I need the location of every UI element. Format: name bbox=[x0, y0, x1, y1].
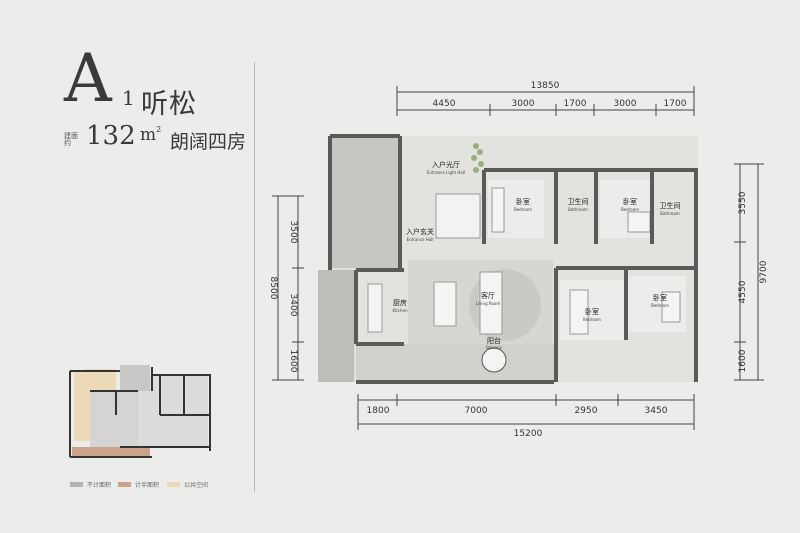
dim-bottom-seg: 1800 bbox=[367, 406, 390, 416]
room-sub-bathroom-2: Bathroom bbox=[660, 211, 680, 216]
legend-swatch bbox=[118, 482, 131, 487]
walls bbox=[328, 134, 698, 384]
dim-bottom-seg: 7000 bbox=[465, 406, 488, 416]
bed-4 bbox=[661, 291, 681, 323]
room-label-entrance-hall: 入户玄关 bbox=[406, 227, 434, 236]
room-sub-balcony: Balcony bbox=[486, 345, 502, 350]
dim-top-seg: 4450 bbox=[433, 99, 456, 109]
unit-letter: A bbox=[64, 40, 112, 117]
room-label-bedroom-2: 卧室 bbox=[623, 197, 637, 206]
room-label-living-room: 客厅 bbox=[481, 291, 495, 300]
planter bbox=[471, 143, 484, 173]
room-sub-bedroom-3: Bedroom bbox=[583, 317, 601, 322]
dim-top-total: 13850 bbox=[531, 81, 560, 91]
dim-left-total: 8500 bbox=[268, 277, 278, 300]
dim-bottom-total: 15200 bbox=[514, 429, 543, 439]
room-label-bathroom-1: 卫生间 bbox=[568, 197, 589, 206]
layout-name: 朗阔四房 bbox=[170, 131, 247, 153]
dim-right-seg: 3550 bbox=[738, 191, 748, 214]
room-sub-bedroom-2: Bedroom bbox=[621, 207, 639, 212]
dimension-bottom bbox=[357, 394, 695, 430]
balcony-floor bbox=[356, 344, 554, 384]
dimension-top bbox=[396, 86, 695, 116]
dining-table bbox=[433, 281, 457, 327]
dim-bottom-seg: 2950 bbox=[575, 406, 598, 416]
dim-left-seg: 3400 bbox=[288, 294, 298, 317]
legend-item-public: 公共空间 bbox=[167, 480, 208, 489]
room-label-bedroom-1: 卧室 bbox=[516, 197, 530, 206]
sofa bbox=[479, 271, 503, 335]
dimension-right bbox=[734, 163, 764, 381]
dim-right-seg: 4550 bbox=[738, 280, 748, 303]
balcony-round-table bbox=[481, 347, 507, 373]
stair-core bbox=[330, 136, 400, 268]
dim-left-seg: 1600 bbox=[288, 350, 298, 373]
dim-top-seg: 3000 bbox=[614, 99, 637, 109]
unit-name: 听松 bbox=[141, 89, 197, 120]
area-label: 建面约 bbox=[64, 132, 78, 147]
key-plan-unit-area bbox=[90, 391, 138, 447]
divider bbox=[254, 62, 255, 492]
legend-item-half: 计半面积 bbox=[118, 480, 159, 489]
dim-bottom-seg: 3450 bbox=[645, 406, 668, 416]
bed-1 bbox=[491, 187, 505, 233]
dim-top-seg: 1700 bbox=[564, 99, 587, 109]
dim-top-seg: 1700 bbox=[664, 99, 687, 109]
room-label-bedroom-3: 卧室 bbox=[585, 307, 599, 316]
light-well bbox=[435, 193, 481, 239]
room-label-balcony: 阳台 bbox=[487, 336, 501, 345]
dim-right-total: 9700 bbox=[759, 260, 769, 283]
legend-swatch bbox=[167, 482, 180, 487]
room-sub-living-room: Living Room bbox=[476, 301, 501, 306]
room-label-entrance-light-hall: 入户光厅 bbox=[432, 160, 460, 169]
kitchen-counter bbox=[367, 283, 383, 333]
room-sub-entrance-light-hall: Entrance Light Hall bbox=[427, 170, 465, 175]
room-label-bedroom-4: 卧室 bbox=[653, 293, 667, 302]
bed-2 bbox=[627, 211, 651, 233]
room-sub-bedroom-1: Bedroom bbox=[514, 207, 532, 212]
room-sub-entrance-hall: Entrance Hall bbox=[407, 237, 434, 242]
unit-number: 1 bbox=[122, 86, 135, 110]
room-label-bathroom-2: 卫生间 bbox=[660, 201, 681, 210]
room-sub-kitchen: Kitchen bbox=[392, 308, 407, 313]
area-unit: m2 bbox=[140, 125, 162, 145]
key-plan bbox=[69, 365, 211, 458]
bed-3 bbox=[569, 289, 589, 335]
legend-item-excluded: 不计面积 bbox=[70, 480, 111, 489]
room-label-kitchen: 厨房 bbox=[393, 298, 407, 307]
key-plan-public-area-top bbox=[84, 369, 116, 391]
dim-top-seg: 3000 bbox=[512, 99, 535, 109]
key-plan-excluded-area bbox=[120, 365, 150, 391]
room-sub-bathroom-1: Bathroom bbox=[568, 207, 588, 212]
key-plan-half-area bbox=[72, 447, 150, 457]
area-value: 132 bbox=[86, 121, 136, 151]
dim-left-seg: 3500 bbox=[288, 221, 298, 244]
dim-right-seg: 1600 bbox=[738, 349, 748, 372]
dimension-left bbox=[272, 195, 304, 381]
side-terrace bbox=[318, 270, 354, 382]
room-sub-bedroom-4: Bedroom bbox=[651, 303, 669, 308]
legend-swatch bbox=[70, 482, 83, 487]
